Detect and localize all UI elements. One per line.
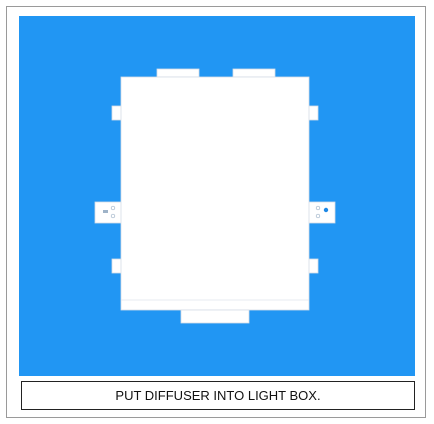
- screw-hole-right-top: [315, 205, 321, 211]
- side-tab-left-upper: [111, 105, 123, 121]
- bottom-tab: [180, 309, 250, 324]
- screw-hole-right-marker: [323, 207, 329, 213]
- caption-text: PUT DIFFUSER INTO LIGHT BOX.: [115, 388, 321, 403]
- screw-hole-right-bottom: [315, 213, 321, 219]
- top-tab-right: [232, 68, 276, 78]
- mounting-ear-left: [94, 201, 123, 224]
- diffuser-body: [120, 76, 310, 311]
- side-tab-right-lower: [307, 258, 319, 274]
- screw-hole-left-top: [110, 205, 116, 211]
- mounting-ear-right: [307, 201, 336, 224]
- ear-slot-left: [103, 210, 108, 213]
- side-tab-left-lower: [111, 258, 123, 274]
- screw-hole-left-bottom: [110, 213, 116, 219]
- caption-box: PUT DIFFUSER INTO LIGHT BOX.: [21, 381, 415, 410]
- side-tab-right-upper: [307, 105, 319, 121]
- top-tab-left: [156, 68, 200, 78]
